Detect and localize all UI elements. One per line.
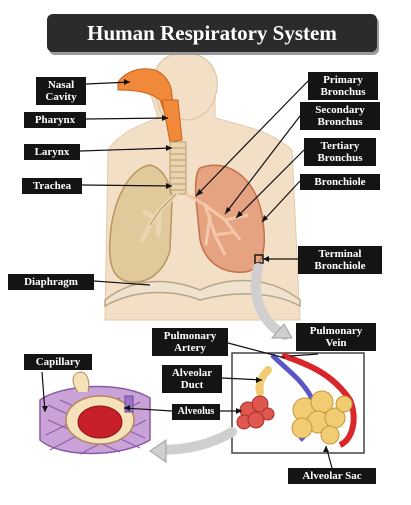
- leader-lines: [41, 80, 333, 469]
- label-trachea: Trachea: [22, 178, 82, 194]
- label-nasal-cavity: Nasal Cavity: [36, 77, 86, 105]
- label-terminal-bronchiole: Terminal Bronchiole: [298, 246, 382, 274]
- leader-arrowheads: [42, 79, 329, 452]
- alveolar-sac-cluster: [291, 390, 353, 445]
- label-pulmonary-artery: Pulmonary Artery: [152, 328, 228, 356]
- label-nasal-cavity-text: Nasal Cavity: [45, 79, 77, 103]
- trachea-rings: [170, 147, 186, 191]
- diagram-title: Human Respiratory System: [47, 14, 377, 52]
- label-bronchiole: Bronchiole: [300, 174, 380, 190]
- label-diaphragm: Diaphragm: [8, 274, 94, 290]
- nasal-cavity-shape: [117, 68, 177, 123]
- zoom-arrow-left: [155, 427, 237, 455]
- label-capillary: Capillary: [24, 354, 92, 370]
- label-primary-bronchus: Primary Bronchus: [308, 72, 378, 100]
- label-tertiary-bronchus: Tertiary Bronchus: [304, 138, 376, 166]
- label-pulmonary-vein: Pulmonary Vein: [296, 323, 376, 351]
- label-pulmonary-artery-text: Pulmonary Artery: [163, 330, 217, 354]
- left-lung: [108, 164, 173, 283]
- label-pulmonary-vein-text: Pulmonary Vein: [309, 325, 363, 349]
- right-bronchial-tree: [185, 192, 249, 256]
- pharynx-shape: [161, 99, 183, 143]
- capillary-closeup: [39, 371, 151, 455]
- alveolus-cluster: [236, 395, 275, 430]
- label-alveolar-duct-text: Alveolar Duct: [171, 367, 213, 391]
- label-secondary-bronchus: Secondary Bronchus: [300, 102, 380, 130]
- trachea-shape: [169, 141, 187, 195]
- label-larynx: Larynx: [24, 144, 80, 160]
- label-tertiary-bronchus-text: Tertiary Bronchus: [317, 140, 363, 164]
- label-primary-bronchus-text: Primary Bronchus: [320, 74, 366, 98]
- label-alveolar-duct: Alveolar Duct: [162, 365, 222, 393]
- label-secondary-bronchus-text: Secondary Bronchus: [315, 104, 365, 128]
- bronchiole-stub: [72, 371, 90, 393]
- label-pharynx: Pharynx: [24, 112, 86, 128]
- label-terminal-bronchiole-text: Terminal Bronchiole: [314, 248, 366, 272]
- label-alveolus: Alveolus: [172, 404, 220, 420]
- capillary-vessel-end: [124, 395, 134, 413]
- label-alveolar-sac: Alveolar Sac: [288, 468, 376, 484]
